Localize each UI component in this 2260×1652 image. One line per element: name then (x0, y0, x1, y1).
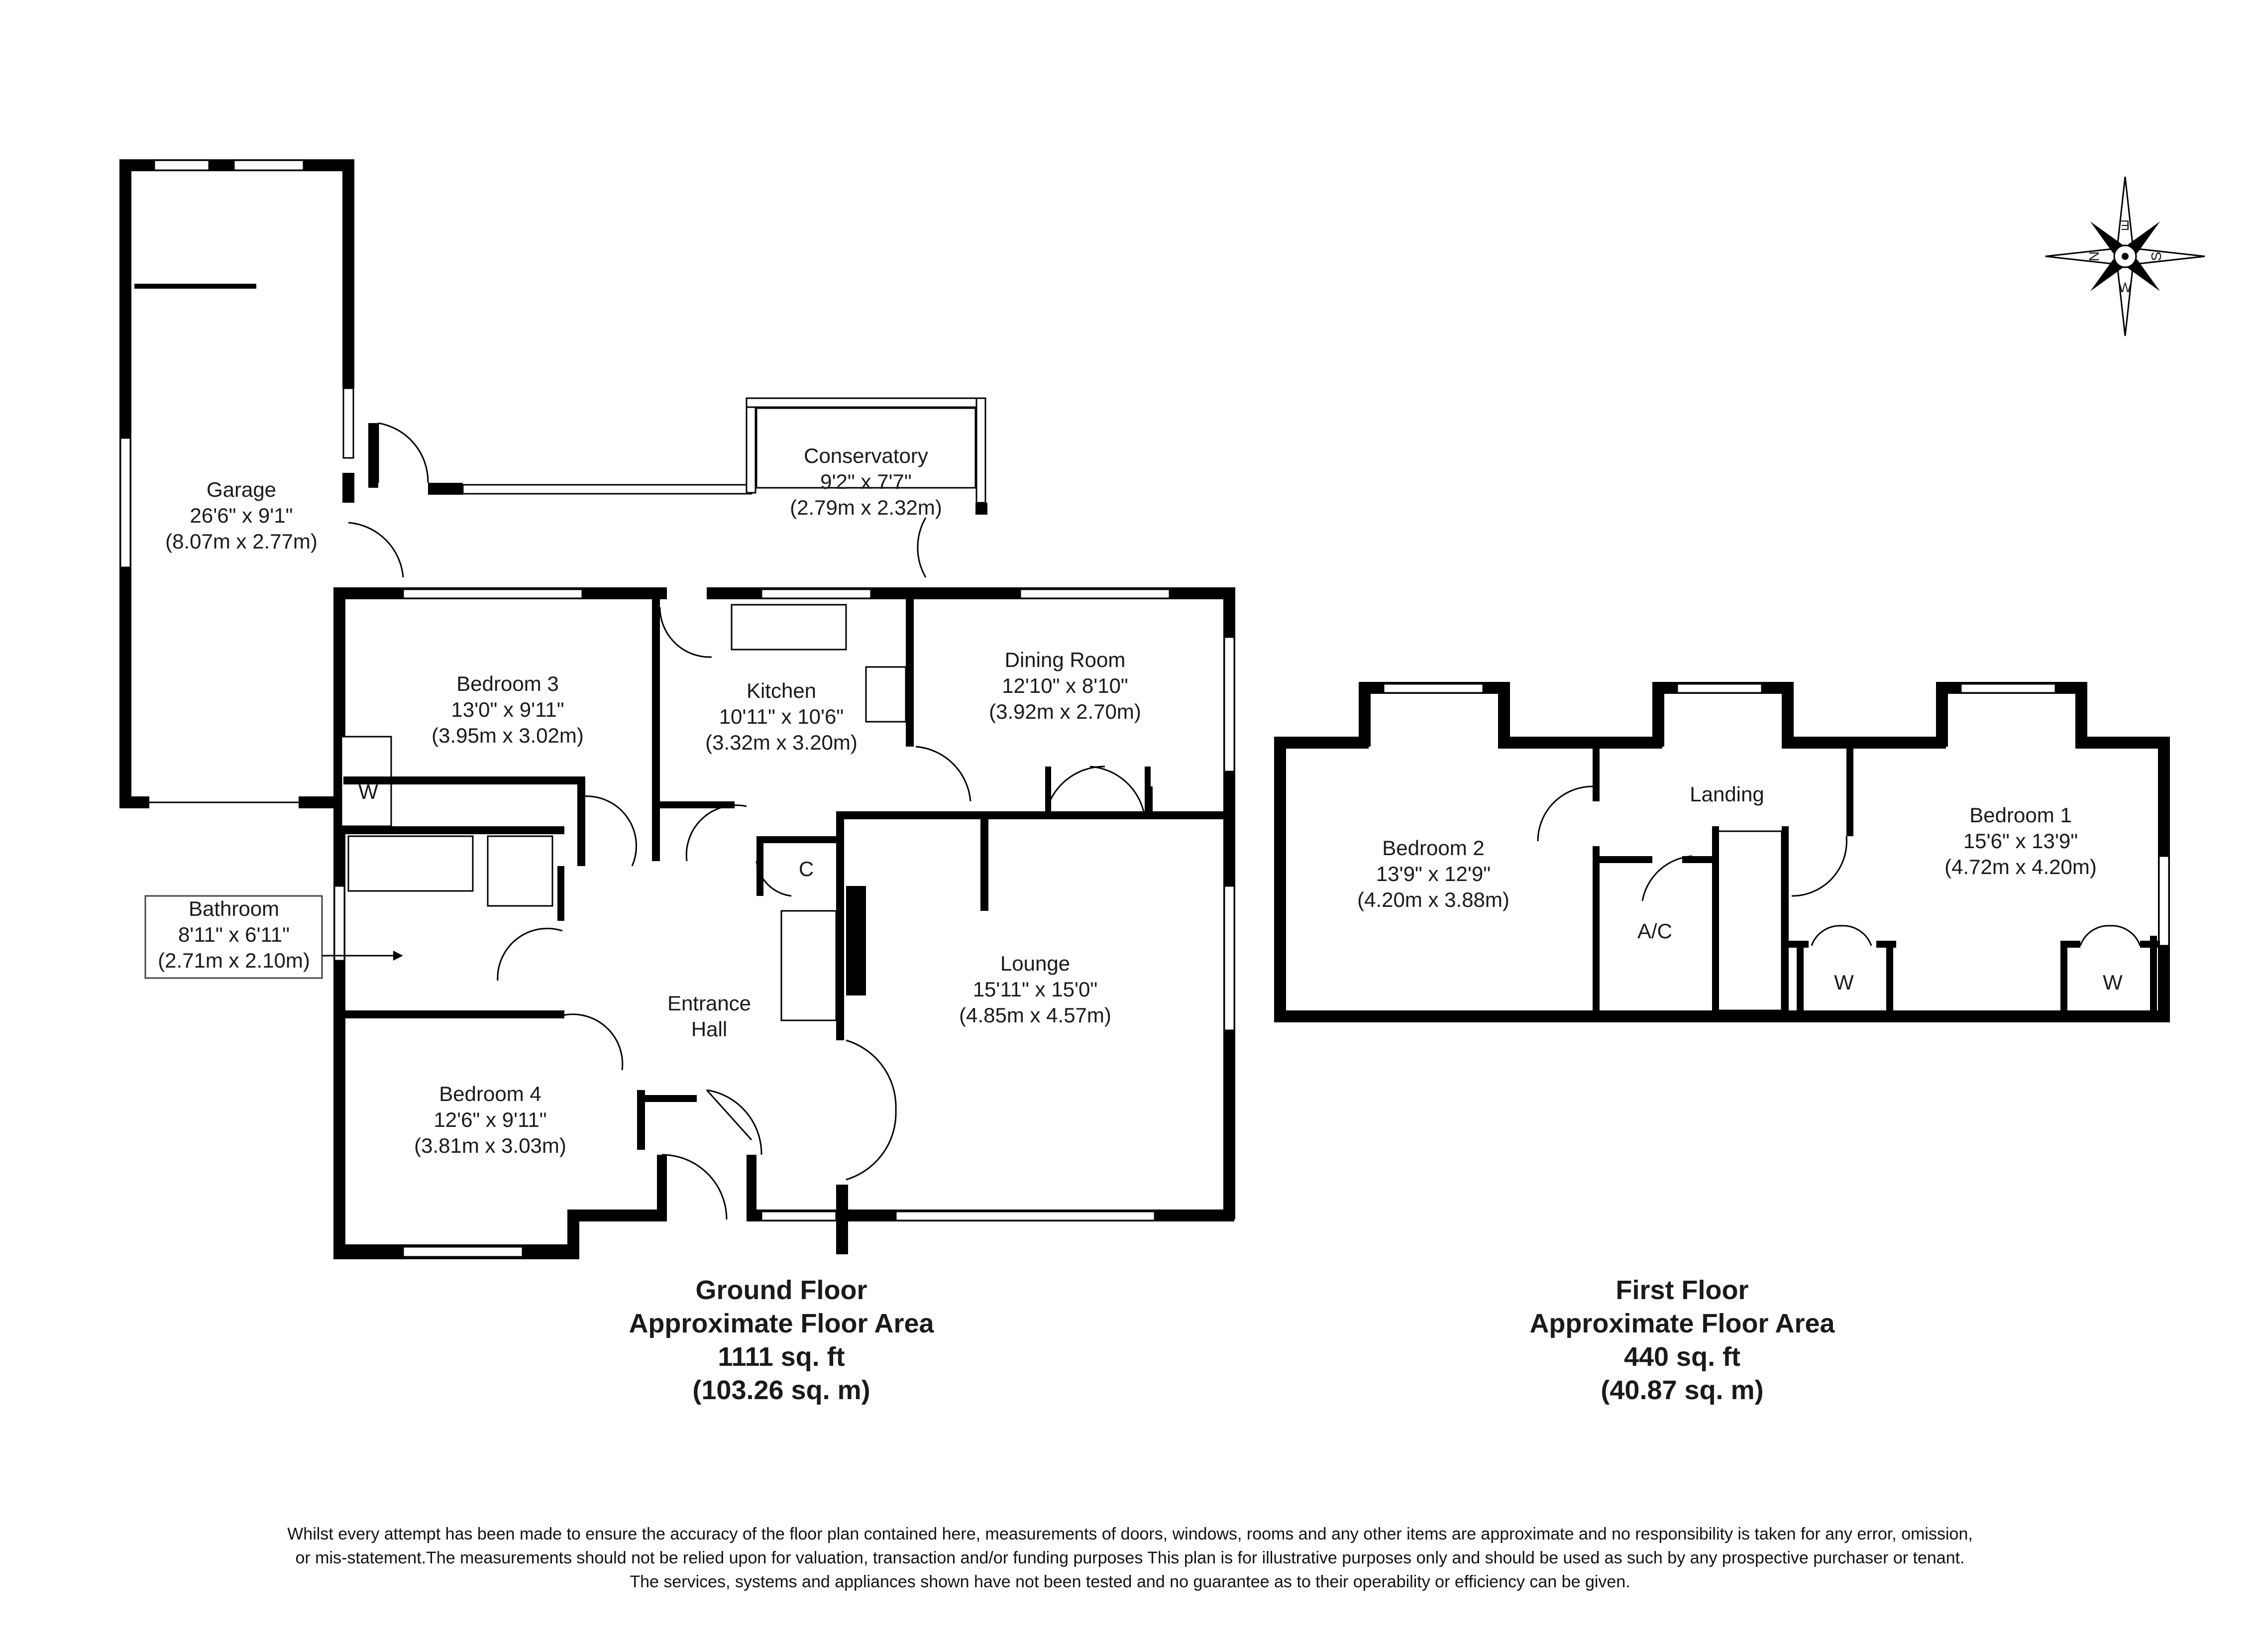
ground-floor-subtitle: Approximate Floor Area (629, 1309, 934, 1338)
garage-dim-imperial: 26'6" x 9'1" (190, 504, 293, 527)
lounge-dim-imperial: 15'11" x 15'0" (973, 978, 1098, 1001)
garage-dim-metric: (8.07m x 2.77m) (165, 530, 318, 553)
bedroom3-dim-metric: (3.95m x 3.02m) (431, 724, 584, 747)
bedroom3-dim-imperial: 13'0" x 9'11" (451, 698, 564, 721)
first-wardrobe-label-left: W (1834, 971, 1854, 994)
bedroom1-dim-metric: (4.72m x 4.20m) (1944, 855, 2097, 879)
entrance-hall-label-line1: Entrance (667, 991, 751, 1015)
disclaimer-line-1: Whilst every attempt has been made to en… (287, 1525, 1973, 1543)
conservatory-walls (348, 397, 987, 578)
compass-east-label: E (2121, 218, 2130, 233)
bedroom3-label: Bedroom 3 (456, 672, 558, 695)
bedroom2-label: Bedroom 2 (1382, 836, 1484, 860)
cupboard-label: C (799, 857, 814, 881)
kitchen-dim-metric: (3.32m x 3.20m) (705, 731, 858, 754)
floor-area-labels: Ground Floor Approximate Floor Area 1111… (629, 1275, 1835, 1405)
compass-rose: E N S W (2045, 176, 2205, 336)
bedroom2-dim-metric: (4.20m x 3.88m) (1357, 888, 1509, 911)
ground-wardrobe-label: W (358, 780, 378, 803)
lounge-dim-metric: (4.85m x 4.57m) (959, 1003, 1111, 1027)
bathroom-dim-metric: (2.71m x 2.10m) (158, 949, 310, 972)
disclaimer-line-2: or mis-statement.The measurements should… (295, 1548, 1965, 1567)
landing-label: Landing (1690, 782, 1764, 806)
bedroom4-dim-imperial: 12'6" x 9'11" (433, 1108, 546, 1131)
bedroom4-label: Bedroom 4 (439, 1082, 541, 1105)
garage-walls (119, 159, 354, 808)
first-wardrobe-label-right: W (2103, 971, 2123, 994)
disclaimer-line-3: The services, systems and appliances sho… (630, 1572, 1630, 1591)
ground-floor-plan (119, 159, 1235, 1259)
kitchen-label: Kitchen (747, 679, 816, 702)
first-floor-plan (1274, 682, 2170, 1022)
room-labels: Garage 26'6" x 9'1" (8.07m x 2.77m) Cons… (144, 444, 2123, 1157)
dining-room-dim-imperial: 12'10" x 8'10" (1002, 674, 1128, 697)
kitchen-dim-imperial: 10'11" x 10'6" (719, 705, 844, 728)
dining-room-label: Dining Room (1005, 648, 1126, 671)
bathroom-dim-imperial: 8'11" x 6'11" (178, 923, 290, 946)
bathroom-label: Bathroom (189, 897, 279, 920)
conservatory-dim-metric: (2.79m x 2.32m) (790, 496, 942, 519)
lounge-label: Lounge (1000, 952, 1070, 975)
first-floor-area-imperial: 440 sq. ft (1624, 1342, 1740, 1372)
compass-north-label: N (2086, 251, 2102, 261)
conservatory-dim-imperial: 9'2" x 7'7" (820, 470, 912, 493)
bedroom1-label: Bedroom 1 (1969, 803, 2071, 827)
compass-west-label: W (2119, 280, 2132, 295)
compass-south-label: S (2149, 252, 2164, 261)
first-floor-area-metric: (40.87 sq. m) (1601, 1375, 1763, 1405)
bedroom2-dim-imperial: 13'9" x 12'9" (1376, 862, 1491, 885)
garage-label: Garage (207, 478, 276, 501)
bedroom1-dim-imperial: 15'6" x 13'9" (1963, 829, 2078, 853)
first-floor-title: First Floor (1616, 1275, 1749, 1305)
conservatory-label: Conservatory (804, 444, 928, 467)
ground-floor-area-imperial: 1111 sq. ft (718, 1342, 845, 1372)
ac-label: A/C (1637, 919, 1672, 943)
ground-floor-area-metric: (103.26 sq. m) (692, 1375, 870, 1405)
dining-room-dim-metric: (3.92m x 2.70m) (989, 700, 1141, 723)
first-floor-subtitle: Approximate Floor Area (1529, 1309, 1835, 1338)
ground-floor-title: Ground Floor (696, 1275, 867, 1305)
bathroom-label-box (144, 895, 323, 979)
entrance-hall-label-line2: Hall (691, 1017, 727, 1041)
disclaimer: Whilst every attempt has been made to en… (0, 1522, 2260, 1594)
ground-interior-walls (343, 592, 1234, 1220)
bedroom4-dim-metric: (3.81m x 3.03m) (414, 1134, 566, 1157)
